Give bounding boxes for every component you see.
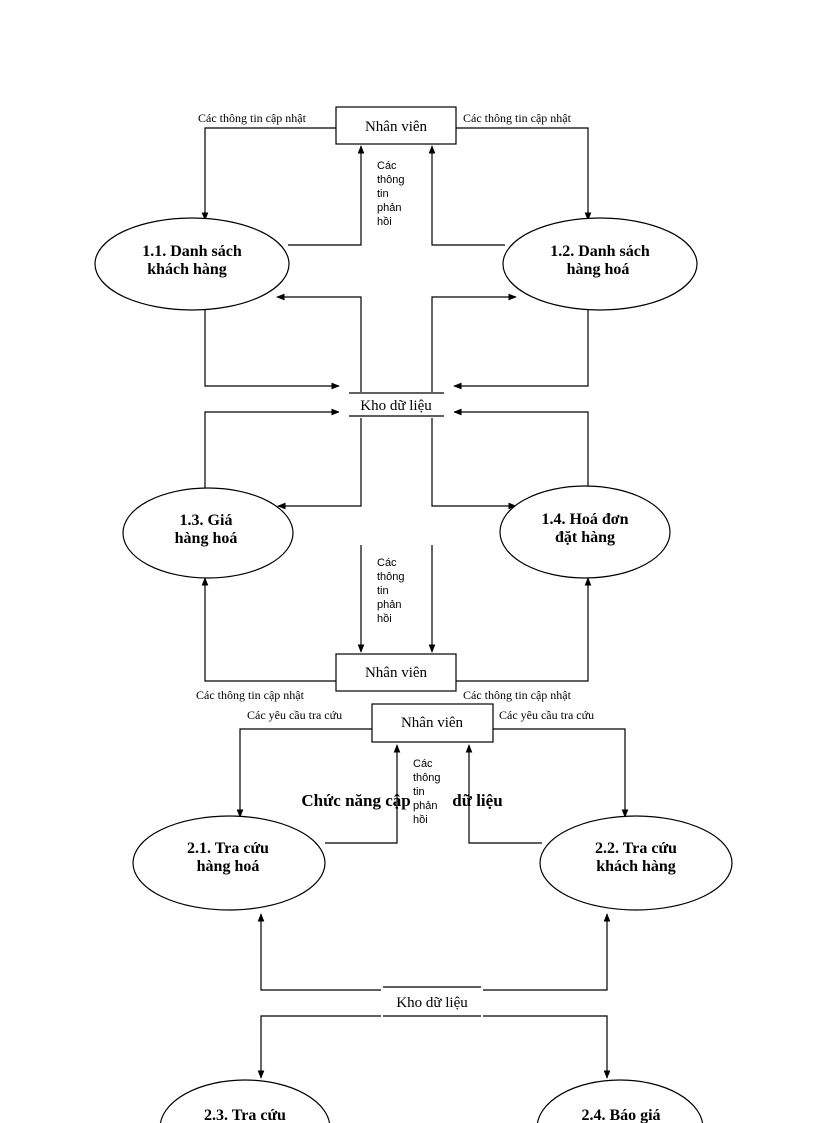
diagram-title: Chức năng cập nhật dữ liệu <box>301 791 502 810</box>
entity-d2-box <box>371 703 494 743</box>
label-feedback-bottom: Các thông tin phản hồi <box>377 557 405 625</box>
entity-top-label: Nhân viên <box>365 119 428 135</box>
label-query-right: Các yêu cầu tra cứu <box>499 708 594 722</box>
svg-text:Các: Các <box>377 160 397 172</box>
label-query-left: Các yêu cầu tra cứu <box>247 708 342 722</box>
process-1-1-line1: 1.1. Danh sách <box>142 243 242 260</box>
entity-bottom-box <box>335 653 457 692</box>
label-update-top-right: Các thông tin cập nhật <box>463 111 572 125</box>
process-2-3 <box>159 1079 331 1123</box>
svg-text:Các: Các <box>413 758 433 770</box>
svg-text:hồi: hồi <box>377 216 392 228</box>
flow-update-bottom-left <box>201 577 336 682</box>
datastore1-bg <box>339 392 454 418</box>
flow-ds-to-p11 <box>276 293 362 395</box>
svg-text:tin: tin <box>413 786 425 798</box>
flow-feedback-d2-left <box>325 744 401 844</box>
flow-p11-to-ds <box>204 310 340 390</box>
process-2-1-line2: hàng hoá <box>197 858 260 875</box>
process-1-4-line2: đặt hàng <box>555 529 615 546</box>
svg-text:Các: Các <box>377 557 397 569</box>
process-1-2 <box>502 217 698 311</box>
label-update-bottom-left: Các thông tin cập nhật <box>196 688 305 702</box>
datastore1-label: Kho dữ liệu <box>360 398 432 414</box>
process-1-2-line1: 1.2. Danh sách <box>550 243 650 260</box>
svg-text:phản: phản <box>413 800 437 812</box>
flow-p14-to-ds <box>453 408 589 490</box>
process-1-1 <box>94 217 290 311</box>
svg-text:tin: tin <box>377 188 389 200</box>
svg-text:thông: thông <box>377 571 405 583</box>
flow-feedback-top-right <box>428 145 505 246</box>
svg-text:thông: thông <box>377 174 405 186</box>
flow-ds2-to-p24 <box>481 1015 611 1079</box>
feedback-d2-bg <box>410 756 448 828</box>
flow-feedback-d2-right <box>465 744 542 844</box>
flow-ds-to-p13 <box>277 418 362 510</box>
flow-ds2-to-p22 <box>481 913 611 991</box>
flow-update-bottom-right <box>456 577 592 682</box>
flow-query-right <box>493 728 629 818</box>
svg-text:hồi: hồi <box>377 613 392 625</box>
process-2-3-line1: 2.3. Tra cứu <box>204 1107 286 1123</box>
svg-text:hồi: hồi <box>413 814 428 826</box>
svg-text:tin: tin <box>377 585 389 597</box>
process-2-4-line1: 2.4. Báo giá <box>581 1107 660 1123</box>
process-2-1 <box>132 815 326 911</box>
process-1-3-line2: hàng hoá <box>175 530 238 547</box>
datastore2-label: Kho dữ liệu <box>396 995 468 1011</box>
process-2-4 <box>536 1079 704 1123</box>
flow-p13-to-ds <box>204 408 340 488</box>
process-1-1-line2: khách hàng <box>147 261 227 278</box>
process-2-2-line2: khách hàng <box>596 858 676 875</box>
svg-text:phản: phản <box>377 202 401 214</box>
flow-update-top-right <box>456 127 592 221</box>
flow-feedback-top-left <box>288 145 365 246</box>
flow-query-left <box>236 728 372 818</box>
flow-update-top-left <box>201 127 336 221</box>
flow-ds-to-p12 <box>431 293 517 395</box>
svg-text:phản: phản <box>377 599 401 611</box>
entity-top-box <box>335 106 457 145</box>
label-feedback-d2: Các thông tin phản hồi <box>410 756 448 828</box>
svg-text:thông: thông <box>413 772 441 784</box>
flow-p12-to-ds <box>453 310 589 390</box>
process-1-4 <box>499 485 671 579</box>
process-1-3-line1: 1.3. Giá <box>180 512 233 529</box>
label-update-top-left: Các thông tin cập nhật <box>198 111 307 125</box>
datastore2-bg <box>381 986 483 1018</box>
entity-bottom-label: Nhân viên <box>365 665 428 681</box>
flow-ds-to-p14 <box>431 418 517 510</box>
label-update-bottom-right: Các thông tin cập nhật <box>463 688 572 702</box>
flow-ds2-to-p23 <box>257 1015 383 1079</box>
process-2-1-line1: 2.1. Tra cứu <box>187 840 269 857</box>
process-1-2-line2: hàng hoá <box>567 261 630 278</box>
process-1-3 <box>122 487 294 579</box>
label-feedback-top: Các thông tin phản hồi <box>377 160 405 228</box>
process-2-2 <box>539 815 733 911</box>
process-1-4-line1: 1.4. Hoá đơn <box>541 511 628 528</box>
flow-ds2-to-p21 <box>257 913 383 991</box>
entity-d2-label: Nhân viên <box>401 715 464 731</box>
process-2-2-line1: 2.2. Tra cứu <box>595 840 677 857</box>
